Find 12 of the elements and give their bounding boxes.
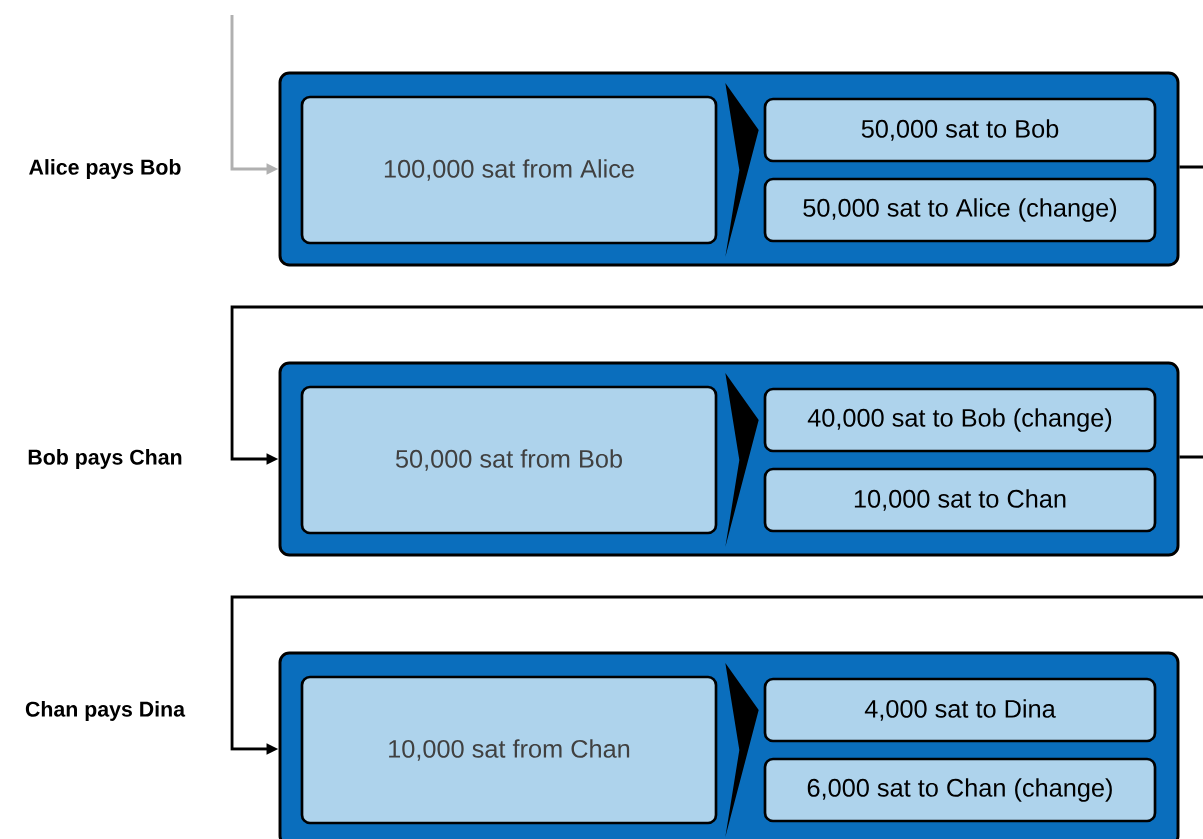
output-box: 40,000 sat to Bob (change) xyxy=(763,387,1157,453)
row-label: Bob pays Chan xyxy=(28,449,182,469)
input-box: 100,000 sat from Alice xyxy=(300,95,718,245)
output-box: 50,000 sat to Bob xyxy=(763,97,1157,163)
output-box: 50,000 sat to Alice (change) xyxy=(763,177,1157,243)
input-box: 10,000 sat from Chan xyxy=(300,675,718,825)
input-box: 50,000 sat from Bob xyxy=(300,385,718,535)
output-box: 10,000 sat to Chan xyxy=(763,467,1157,533)
output-box: 6,000 sat to Chan (change) xyxy=(763,757,1157,823)
output-box: 4,000 sat to Dina xyxy=(763,677,1157,743)
row-label: Chan pays Dina xyxy=(25,701,186,721)
row-label: Alice pays Bob xyxy=(29,159,181,179)
